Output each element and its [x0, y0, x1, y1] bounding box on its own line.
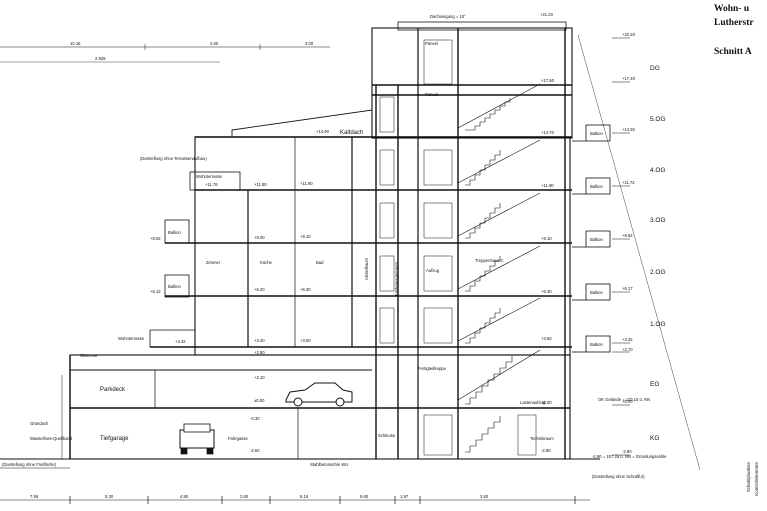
room-parkdeck: Parkdeck: [100, 387, 126, 393]
bottom-dim-2: 4.80: [180, 494, 189, 499]
mid-elev-1: +9.10: [300, 234, 311, 239]
room-panel-second: Paneel: [425, 92, 438, 97]
note-ok-gelaende: OK Gelände = 110.15 ü. NN: [598, 397, 650, 402]
core-elev-4: +9.10: [541, 236, 552, 241]
left-elev-11: ±0.00: [254, 398, 265, 403]
bottom-dim-1: 5.30: [105, 494, 114, 499]
top-sub-dim: 2.829: [95, 56, 106, 61]
room-balkon-right-4: Balkon: [590, 290, 603, 295]
core-elev-6: +3.50: [541, 336, 552, 341]
right-elev-1: +17.40: [622, 76, 636, 81]
left-elev-1: +11.80: [254, 182, 267, 187]
bottom-dim-5: 8.60: [360, 494, 369, 499]
bottom-dim-6: 1.97: [400, 494, 409, 499]
floor-kg: KG: [650, 435, 659, 442]
core-elev-8: -2.80: [541, 448, 551, 453]
left-elev-10: +2.10: [254, 375, 265, 380]
core-elev-3: +11.90: [541, 183, 554, 188]
room-wohnterrasse-small: Wohnterrasse: [118, 336, 145, 341]
left-elev-7: +3.40: [254, 338, 265, 343]
left-elev-13: -2.60: [250, 448, 260, 453]
title-line-1: Wohn- u: [714, 4, 750, 14]
roof-slope-note: Dachneigung = 10°: [430, 14, 466, 19]
room-lastenaufzug: Lastenaufzug: [520, 400, 546, 405]
floor-dg: DG: [650, 65, 660, 72]
bottom-dim-7: 3.60: [480, 494, 489, 499]
room-bad: Bad: [316, 260, 324, 265]
left-elev-4: +8.92: [150, 236, 161, 241]
floor-1og: 1.OG: [650, 321, 666, 328]
note-gruendach: Gründach: [30, 421, 49, 426]
top-dim-1: 10.16: [70, 41, 81, 46]
section-title: Schnitt A: [714, 47, 752, 57]
floor-4og: 4.OG: [650, 167, 666, 174]
room-balkon-right-1: Balkon: [590, 131, 603, 136]
top-dim-2: 2.60: [210, 41, 219, 46]
note-fertigteiltreppe: Fertigteiltreppe: [418, 366, 447, 371]
right-elev-2: +14.92: [622, 127, 636, 132]
room-kueche: Küche: [260, 260, 273, 265]
left-elev-3: +9.00: [254, 235, 265, 240]
title-line-2: Lutherstr: [714, 18, 754, 28]
bottom-dim-4: 5.16: [300, 494, 309, 499]
bottom-dim-0: 7.59: [30, 494, 39, 499]
room-technikraum: Technikraum: [530, 436, 554, 441]
room-panel-top: Paneel: [425, 41, 438, 46]
top-dim-3: 3.00: [305, 41, 314, 46]
left-elev-9: +2.80: [254, 350, 265, 355]
core-elev-top: +21.20: [540, 12, 554, 17]
note-sohle: Stahlbetonsohle WU: [310, 462, 348, 467]
room-wohnterrasse: Wohnterrasse: [196, 174, 223, 179]
room-schleuse: Schleuse: [378, 433, 396, 438]
mid-elev-2: +6.30: [300, 287, 311, 292]
note-ohne-terrasse: (Darstellung ohne Terrassenaufbau): [140, 156, 207, 161]
note-ohne-schraffur: (Darstellung ohne Schraffur): [592, 474, 645, 479]
stamp-line-2: Kontrollelemente: [754, 462, 759, 496]
right-elev-0: +22.20: [622, 32, 636, 37]
room-abstellraum: Abstellraum: [364, 257, 369, 280]
right-elev-4: +8.82: [622, 233, 633, 238]
note-gitter: Gitterrost: [80, 353, 98, 358]
floor-3og: 3.OG: [650, 217, 666, 224]
mid-elev-3: +3.50: [300, 338, 311, 343]
left-elev-0: +14.90: [316, 129, 330, 134]
room-kaltdach: Kaltdach: [340, 130, 363, 136]
room-balkon-left-1: Balkon: [168, 230, 181, 235]
right-elev-9: -2.80: [622, 449, 632, 454]
mid-elev-0: +11.90: [300, 181, 313, 186]
core-elev-2: +14.70: [541, 130, 555, 135]
room-balkon-right-5: Balkon: [590, 342, 603, 347]
room-aufzug: Aufzug: [426, 268, 440, 273]
right-elev-3: +11.72: [622, 180, 635, 185]
room-treppenhaus: Treppenhaus C: [475, 258, 504, 263]
room-balkon-left-2: Balkon: [168, 284, 181, 289]
floor-5og: 5.OG: [650, 116, 666, 123]
bottom-dim-3: 2.60: [240, 494, 249, 499]
left-elev-12: -0.30: [250, 416, 260, 421]
right-elev-8: +0.00: [622, 399, 633, 404]
room-balkon-right-2: Balkon: [590, 184, 603, 189]
right-elev-5: +6.17: [622, 286, 633, 291]
right-elev-6: +3.32: [622, 337, 633, 342]
left-elev-8: +3.32: [175, 339, 186, 344]
right-elev-7: +2.70: [622, 347, 633, 352]
left-elev-5: +6.20: [254, 287, 265, 292]
note-ohne-freiflaeche: (Darstellung ohne Freifläche): [2, 462, 57, 467]
stamp-line-1: Schnittplanliste: [746, 462, 751, 493]
note-wasser: Wasserfass-Quellband: [30, 436, 73, 441]
room-zimmer: Zimmer: [206, 260, 221, 265]
room-kinderwagenraum: Kinderwagenraum: [394, 262, 399, 296]
floor-eg: EG: [650, 381, 659, 388]
room-fahrgasse: Fahrgasse: [228, 436, 248, 441]
core-elev-7: +0.00: [541, 400, 552, 405]
room-tiefgarage: Tiefgarage: [100, 436, 129, 442]
left-elev-2: +11.76: [205, 182, 218, 187]
left-elev-6: +6.12: [150, 289, 161, 294]
core-elev-5: +6.30: [541, 289, 552, 294]
room-balkon-right-3: Balkon: [590, 237, 603, 242]
floor-2og: 2.OG: [650, 269, 666, 276]
note-gruendung: -2.90 = 107.25 ü. NN = Gründungssohle: [592, 454, 667, 459]
core-elev-1: +17.50: [541, 78, 555, 83]
